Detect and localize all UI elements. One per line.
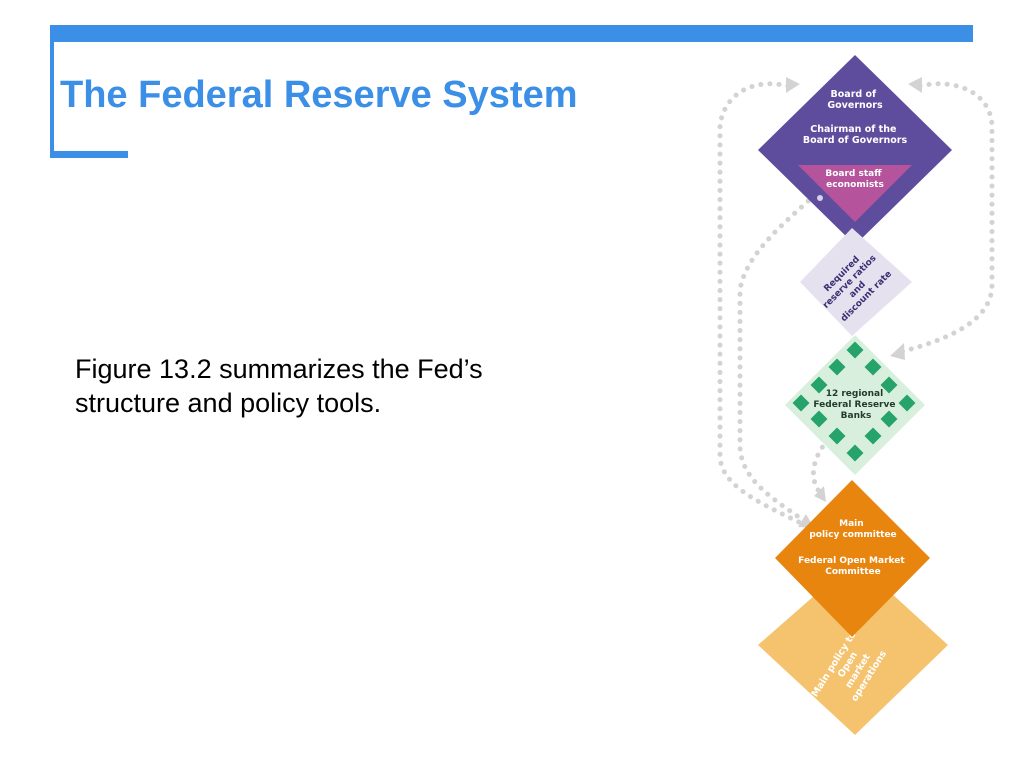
- title-underline-rule: [50, 151, 128, 158]
- bank-dot-icon: [828, 427, 846, 445]
- staff-line-1: Board staff: [825, 169, 882, 179]
- board-heading-line-2: Governors: [827, 100, 883, 111]
- staff-line-2: economists: [826, 180, 884, 190]
- fomc-name-line-1: Federal Open Market: [798, 556, 905, 566]
- bank-dot-icons: [792, 341, 916, 462]
- banks-line-1: 12 regional: [826, 389, 883, 399]
- fomc-shape: [775, 480, 930, 637]
- regional-banks-diamond: 12 regional Federal Reserve Banks: [785, 335, 925, 475]
- banks-line-3: Banks: [841, 411, 872, 421]
- header-accent-bar: [50, 25, 973, 42]
- fomc-heading-line-2: policy committee: [809, 530, 896, 540]
- slide-body-text: Figure 13.2 summarizes the Fed’s structu…: [75, 352, 635, 420]
- board-diamond-shape: [758, 55, 952, 245]
- arrow-head-board-left: [786, 77, 800, 93]
- board-connector-dot: [817, 195, 823, 201]
- bank-dot-icon: [828, 358, 846, 376]
- bank-dot-icon: [864, 427, 882, 445]
- main-tool-shape: [758, 560, 948, 735]
- fomc-heading-line-1: Main: [839, 519, 864, 529]
- arrow-left-outer: [717, 81, 818, 533]
- chairman-line-2: Board of Governors: [803, 135, 908, 146]
- arrow-left-inner: [737, 192, 818, 523]
- bank-dot-icon: [864, 358, 882, 376]
- bank-dot-icon: [880, 410, 898, 428]
- svg-text:12 regional Federal Rese: 12 regional Federal Reserve Banks: [813, 389, 898, 421]
- body-line-2: structure and policy tools.: [75, 388, 382, 418]
- svg-text:Board staff economists: Board staff economists: [825, 169, 884, 190]
- arrow-right-outer: [897, 81, 995, 355]
- chairman-line-1: Chairman of the: [810, 124, 896, 135]
- svg-text:Chairman of the Board of: Chairman of the Board of Governors: [803, 124, 908, 146]
- reserve-tools-diamond: Required reserve ratios and discount rat…: [800, 228, 912, 336]
- bank-dot-icon: [810, 376, 828, 394]
- bank-dot-icon: [898, 394, 916, 412]
- board-of-governors-diamond: Board of Governors Chairman of the Board…: [758, 55, 952, 245]
- main-tool-diamond: Main policy tool: Open market operations: [758, 560, 948, 735]
- svg-text:Board of Governors: Board of Governors: [827, 89, 883, 111]
- arrow-head-banks: [890, 343, 905, 360]
- regional-banks-shape: [785, 335, 925, 475]
- bank-dot-icon: [810, 410, 828, 428]
- slide-title: The Federal Reserve System: [60, 74, 578, 116]
- fomc-name-line-2: Committee: [825, 567, 880, 577]
- svg-text:Main policy committee: Main policy committee: [809, 519, 896, 540]
- fomc-diamond: Main policy committee Federal Open Marke…: [775, 480, 930, 637]
- bank-dot-icon: [792, 394, 810, 412]
- arrow-head-board-right: [908, 77, 922, 93]
- board-heading-line-1: Board of: [831, 89, 877, 100]
- svg-text:Federal Open Market Comm: Federal Open Market Committee: [798, 556, 908, 577]
- bank-dot-icon: [846, 444, 864, 462]
- arrow-center-down: [810, 437, 831, 498]
- banks-line-2: Federal Reserve: [813, 400, 895, 410]
- reserve-tools-shape: [800, 228, 912, 336]
- bank-dot-icon: [846, 341, 864, 359]
- arrow-head-fomc-3: [814, 486, 826, 502]
- flow-arrows: [717, 81, 995, 533]
- bank-dot-icon: [880, 376, 898, 394]
- board-staff-triangle: [798, 165, 912, 222]
- title-left-rule: [50, 25, 54, 158]
- body-line-1: Figure 13.2 summarizes the Fed’s: [75, 354, 483, 384]
